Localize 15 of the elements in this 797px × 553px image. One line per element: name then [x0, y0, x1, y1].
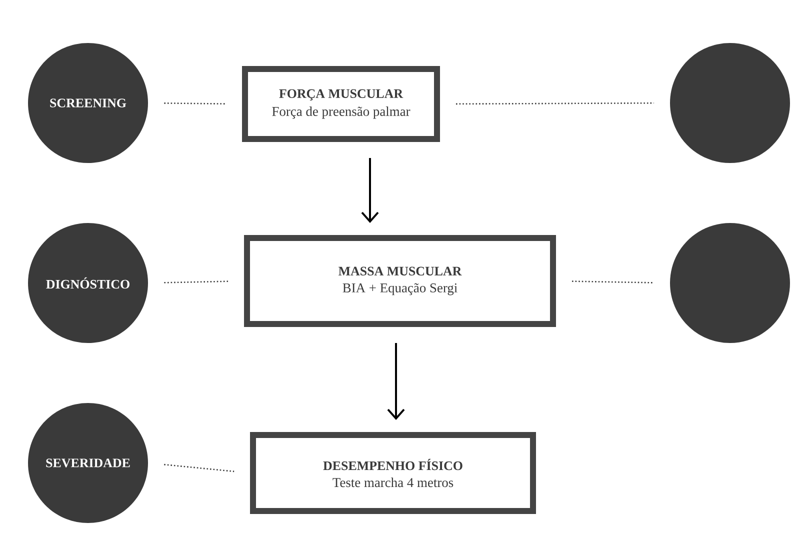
arrow [387, 343, 405, 420]
dotted-line [164, 102, 226, 104]
dotted-line [164, 464, 234, 472]
circle [670, 43, 790, 163]
circle [670, 223, 790, 343]
process-box: DESEMPENHO FÍSICO Teste marcha 4 metros [250, 432, 536, 514]
dotted-line [164, 280, 228, 284]
process-box: MASSA MUSCULAR BIA + Equação Sergi [244, 235, 556, 327]
circle-node: SEVERIDADE [28, 403, 148, 523]
dotted-line [572, 280, 654, 284]
arrow [361, 158, 379, 223]
circle-node: SCREENING [28, 43, 148, 163]
dotted-line [456, 102, 654, 105]
circle-node: DIGNÓSTICO [28, 223, 148, 343]
process-box: FORÇA MUSCULAR Força de preensão palmar [242, 66, 440, 142]
